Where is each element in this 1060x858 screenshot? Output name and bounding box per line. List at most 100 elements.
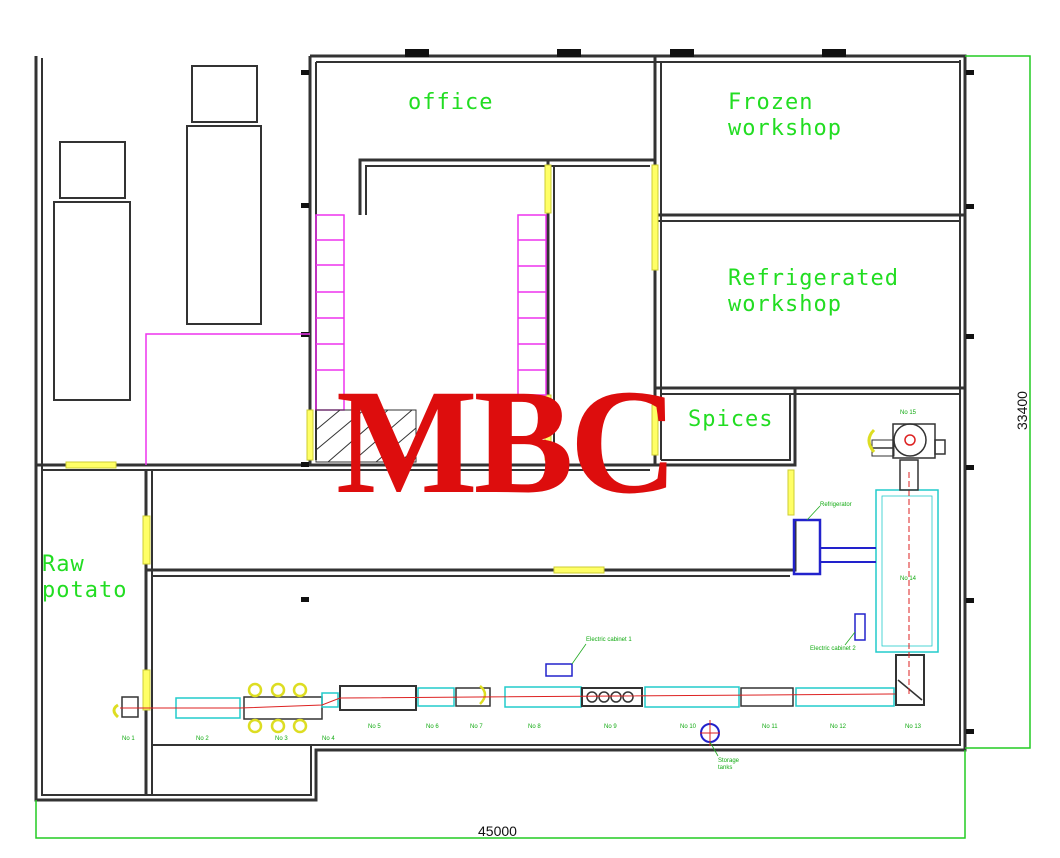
bagger [899,459,919,491]
mbc-watermark: MBC [336,359,674,525]
dimension-width-label: 45000 [478,823,517,839]
room-label-potato: potato [42,578,127,603]
window [822,49,846,57]
roller [292,682,308,698]
machine-label-7: No 7 [470,724,483,730]
roller [247,718,263,734]
hatch-line [351,409,413,463]
support-equipment [545,505,876,757]
room-label-frozen-2: workshop [728,116,842,141]
label-storage-1: Storage [718,758,740,764]
machine-label-15: No 15 [900,410,917,416]
label-electric-cabinet-1: Electric cabinet 1 [586,637,632,643]
window [301,203,309,208]
roller [270,682,286,698]
elbow-conveyor [897,679,923,701]
machine-no13 [895,654,925,706]
tank-head-b [191,65,258,123]
production-line [112,470,939,734]
corridor-wall-bottom [146,520,797,572]
fryer-burner [598,691,610,703]
electric-cabinet-2 [854,613,866,641]
fryer-burner [586,691,598,703]
staircase-right [517,214,547,396]
door [544,164,552,214]
window [405,49,429,57]
hopper-no1 [112,703,120,719]
machine-label-13: No 13 [905,724,922,730]
packaging-machine-no15 [867,423,946,491]
window [301,70,309,75]
roller [292,718,308,734]
hatch-line [399,447,417,463]
door [787,469,795,516]
window [966,334,974,339]
red-flow-line [120,693,896,709]
weigher-bucket [934,439,946,455]
window [966,204,974,209]
stairs [145,214,547,465]
hatch-line [375,427,417,463]
door [651,164,659,271]
machine-no9 [581,687,643,707]
hatch-line [327,409,389,463]
outer-wall-inner [41,58,961,796]
tank-head-a [59,141,126,199]
roller [270,718,286,734]
cabinet-2-leader [844,631,856,646]
machine-no3 [243,696,323,720]
dimension-height-line [965,55,1031,749]
machine-no12 [795,687,895,707]
machine-label-10: No 10 [680,724,697,730]
refrigerator-leader [806,505,821,521]
door [544,394,552,461]
room-label-spices: Spices [688,407,773,432]
refrigerator-box [792,518,822,576]
machine-label-3: No 3 [275,736,288,742]
dimension-height-label: 33400 [1014,391,1030,430]
label-storage-2: tanks [718,765,732,771]
machine-no4 [321,692,339,708]
office-partition [358,158,655,215]
weigher-head [893,423,927,457]
office-partition-inner [365,165,650,215]
window [966,729,974,734]
machine-label-2: No 2 [196,736,209,742]
door [142,669,151,711]
door [553,566,605,574]
dimension-lines [35,55,1031,839]
machine-label-12: No 12 [830,724,847,730]
stair-landing-hatch [315,409,417,463]
weigher-core [904,434,916,446]
window [966,598,974,603]
room-label-refrigerated-2: workshop [728,292,842,317]
machine-label-8: No 8 [528,724,541,730]
machine-label-11: No 11 [762,724,778,730]
stair-handrail [145,333,310,465]
window [557,49,581,57]
room-label-frozen: Frozen [728,90,813,115]
hatch-box [315,409,417,463]
door [651,404,659,456]
tank-body-b [186,125,262,325]
windows [301,49,974,734]
tank-body-a [53,201,131,401]
doors [65,164,795,711]
window [301,597,309,602]
fryer-burner [610,691,622,703]
hatch-line [315,409,341,431]
outdoor-tanks [53,65,262,401]
spices-wall-2 [661,394,791,461]
bag-hopper [867,428,876,453]
machine-no10 [644,686,740,708]
machine-label-4: No 4 [322,736,335,742]
room-label-raw: Raw [42,552,85,577]
machine-no14 [875,489,939,653]
label-refrigerator: Refrigerator [820,502,852,508]
hopper-no7 [479,685,487,705]
roller [247,682,263,698]
machine-label-9: No 9 [604,724,617,730]
machine-label-6: No 6 [426,724,439,730]
